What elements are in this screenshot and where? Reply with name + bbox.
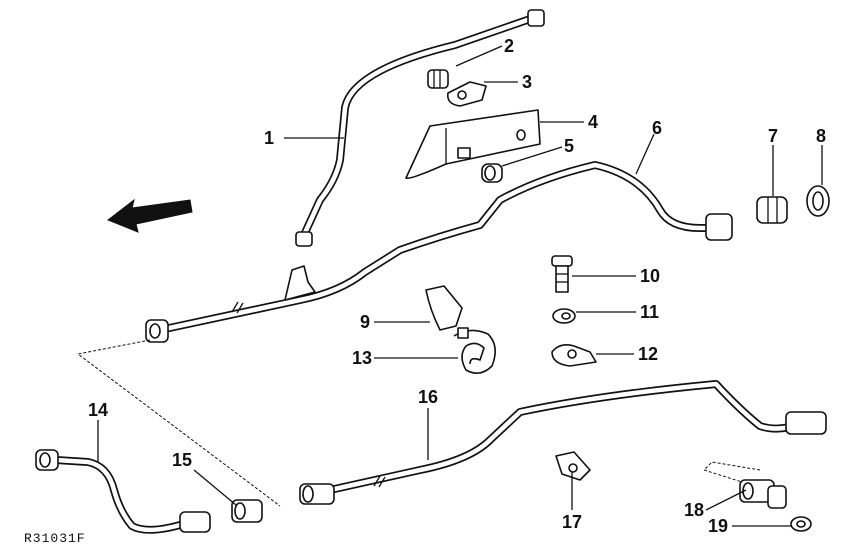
part-4 <box>405 109 541 180</box>
tube-6 <box>145 161 733 343</box>
part-9 <box>425 285 463 331</box>
callout-16: 16 <box>418 387 438 407</box>
callout-9: 9 <box>360 312 370 332</box>
callout-4: 4 <box>588 112 598 132</box>
part-8 <box>806 185 830 217</box>
callout-13: 13 <box>352 348 372 368</box>
callout-15: 15 <box>172 450 192 470</box>
callout-7: 7 <box>768 126 778 146</box>
part-11 <box>552 308 576 324</box>
callout-2: 2 <box>504 36 514 56</box>
callout-10: 10 <box>640 266 660 286</box>
callout-17: 17 <box>562 512 582 532</box>
callout-18: 18 <box>684 500 704 520</box>
tube-16 <box>299 380 827 505</box>
part-5 <box>481 163 503 183</box>
callout-14: 14 <box>88 400 108 420</box>
part-15 <box>231 499 263 523</box>
callout-11: 11 <box>640 302 659 322</box>
part-10 <box>551 255 573 293</box>
callout-12: 12 <box>638 344 658 364</box>
figure-reference-code: R31031F <box>24 531 86 546</box>
part-2 <box>427 69 449 89</box>
callout-1: 1 <box>264 128 274 148</box>
callout-19: 19 <box>708 516 728 536</box>
callout-3: 3 <box>522 72 532 92</box>
guide-line-left <box>76 339 281 507</box>
part-19 <box>790 516 812 532</box>
part-13 <box>453 327 496 374</box>
part-17 <box>555 451 591 481</box>
tube-14 <box>35 449 211 534</box>
leader-lines <box>97 45 823 527</box>
part-12 <box>551 344 597 367</box>
guide-line-right <box>703 461 761 483</box>
part-3 <box>446 81 487 107</box>
part-7 <box>756 196 788 224</box>
callout-6: 6 <box>652 118 662 138</box>
callout-5: 5 <box>564 136 574 156</box>
part-18 <box>739 479 787 509</box>
callout-8: 8 <box>816 126 826 146</box>
tube-1 <box>295 9 545 247</box>
direction-arrow-icon <box>106 198 193 233</box>
